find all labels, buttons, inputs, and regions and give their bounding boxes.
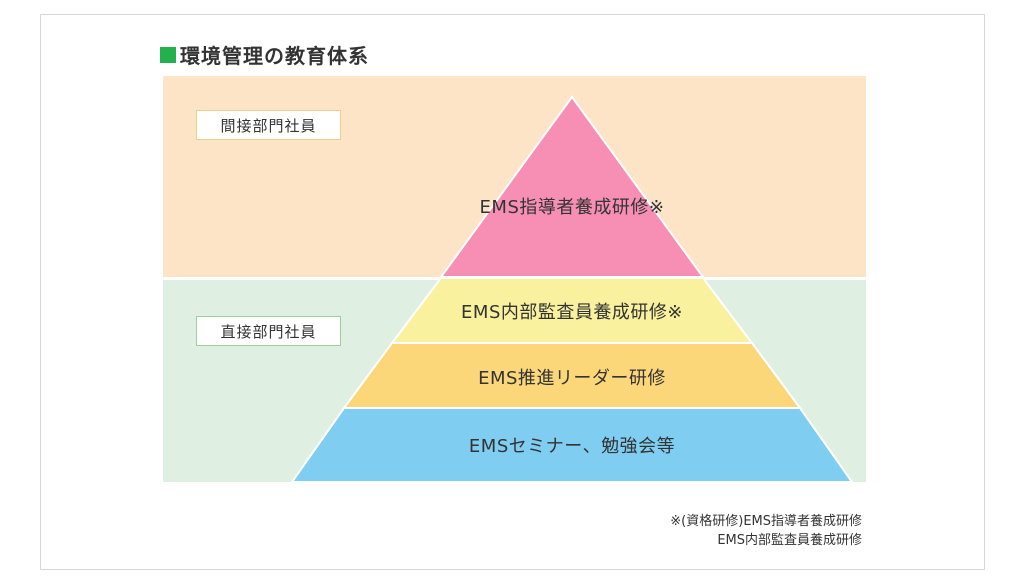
title-square-icon: [160, 46, 176, 63]
tier-3-label: EMSセミナー、勉強会等: [468, 436, 676, 457]
footnote-line-1: ※(資格研修)EMS指導者養成研修: [670, 514, 862, 529]
page-title: 環境管理の教育体系: [160, 40, 369, 69]
tier-0-shape: [439, 95, 705, 278]
tier-0-label: EMS指導者養成研修※: [479, 197, 665, 218]
tier-1-label: EMS内部監査員養成研修※: [461, 302, 683, 323]
title-text: 環境管理の教育体系: [180, 44, 369, 68]
tier-2-label: EMS推進リーダー研修: [478, 368, 666, 389]
footnote-line-2: EMS内部監査員養成研修: [717, 533, 862, 548]
tier-3-shape: [290, 407, 854, 483]
role-label-direct: 直接部門社員: [196, 316, 341, 346]
role-label-indirect: 間接部門社員: [196, 110, 341, 140]
